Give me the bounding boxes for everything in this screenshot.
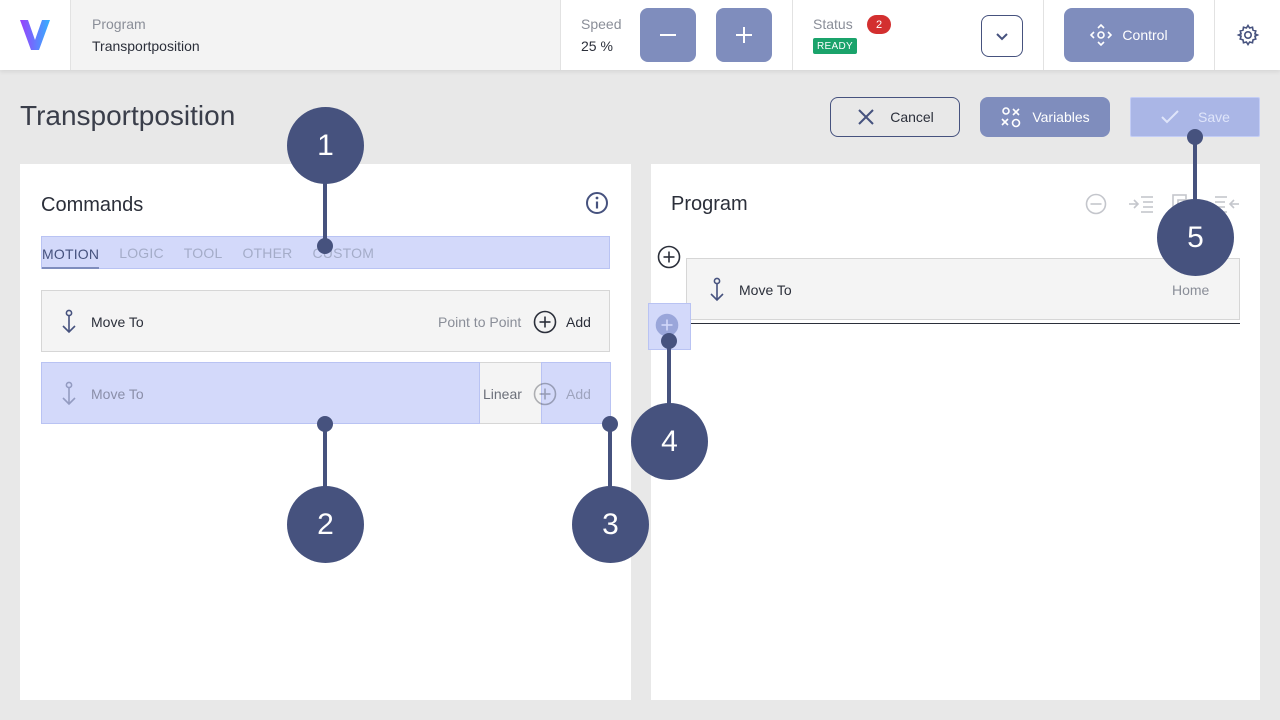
command-item-linear[interactable]: Move To Linear Add xyxy=(41,362,611,424)
cancel-label: Cancel xyxy=(890,109,934,125)
add-circle-icon xyxy=(655,313,679,337)
minus-icon xyxy=(660,34,676,36)
callout-stem xyxy=(323,424,327,490)
step-target: Home xyxy=(1172,282,1210,298)
speed-value: 25 % xyxy=(581,38,613,54)
callout-1: 1 xyxy=(287,107,364,184)
program-name: Transportposition xyxy=(92,38,200,54)
anchor-icon xyxy=(62,381,76,406)
cancel-button[interactable]: Cancel xyxy=(830,97,960,137)
control-button[interactable]: Control xyxy=(1064,8,1194,62)
status-panel: Status 2 READY xyxy=(793,0,1044,70)
indent-icon[interactable] xyxy=(1128,193,1154,215)
check-icon xyxy=(1161,110,1179,124)
commands-title: Commands xyxy=(41,194,144,216)
callout-stem xyxy=(323,180,327,246)
plus-icon xyxy=(736,27,752,43)
save-label: Save xyxy=(1198,109,1230,125)
tab-tool[interactable]: TOOL xyxy=(183,245,223,261)
tab-motion[interactable]: MOTION xyxy=(42,237,100,269)
step-name: Move To xyxy=(739,282,792,298)
callout-4: 4 xyxy=(631,403,708,480)
highlight-region xyxy=(541,362,611,424)
add-circle-icon[interactable] xyxy=(533,310,557,334)
logo-v-icon xyxy=(20,20,50,50)
control-label: Control xyxy=(1122,27,1168,43)
info-button[interactable] xyxy=(585,191,609,220)
chevron-down-icon xyxy=(996,33,1008,41)
add-button[interactable]: Add xyxy=(566,386,591,402)
move-arrows-icon xyxy=(1090,24,1113,46)
add-circle-icon[interactable] xyxy=(657,245,681,269)
command-kind: Linear xyxy=(483,386,522,402)
callout-2: 2 xyxy=(287,486,364,563)
anchor-icon xyxy=(62,309,76,334)
insert-position-line xyxy=(686,323,1240,324)
callout-dot xyxy=(602,416,618,432)
status-count-badge[interactable]: 2 xyxy=(867,15,891,34)
program-label: Program xyxy=(92,16,146,32)
status-dropdown-button[interactable] xyxy=(981,15,1023,57)
callout-stem xyxy=(608,424,612,490)
callout-dot xyxy=(661,333,677,349)
variables-button[interactable]: Variables xyxy=(980,97,1110,137)
info-icon xyxy=(586,192,608,214)
speed-decrease-button[interactable] xyxy=(640,8,696,62)
highlight-region xyxy=(41,362,480,424)
settings-button[interactable] xyxy=(1215,0,1280,70)
tab-other[interactable]: OTHER xyxy=(242,245,293,261)
add-button[interactable]: Add xyxy=(566,314,591,330)
speed-increase-button[interactable] xyxy=(716,8,772,62)
speed-control: Speed 25 % xyxy=(561,0,793,70)
callout-3: 3 xyxy=(572,486,649,563)
close-icon xyxy=(858,109,874,125)
remove-circle-icon[interactable] xyxy=(1085,193,1107,215)
variables-icon xyxy=(1001,107,1021,128)
variables-label: Variables xyxy=(1032,109,1090,125)
page-title: Transportposition xyxy=(20,100,236,131)
callout-stem xyxy=(1193,137,1197,203)
anchor-icon xyxy=(710,277,724,302)
program-info[interactable]: Program Transportposition xyxy=(71,0,561,70)
command-item-ptp[interactable]: Move To Point to Point Add xyxy=(41,290,610,352)
control-area: Control xyxy=(1044,0,1215,70)
command-kind: Point to Point xyxy=(438,314,522,330)
status-badge: READY xyxy=(813,38,857,54)
callout-dot xyxy=(317,238,333,254)
add-circle-icon[interactable] xyxy=(533,382,557,406)
tab-logic[interactable]: LOGIC xyxy=(119,245,164,261)
gear-icon xyxy=(1236,24,1259,46)
speed-label: Speed xyxy=(581,16,622,32)
command-name: Move To xyxy=(91,386,144,402)
command-name: Move To xyxy=(91,314,144,330)
top-bar: Program Transportposition Speed 25 % Sta… xyxy=(0,0,1280,70)
callout-dot xyxy=(317,416,333,432)
program-step[interactable]: Move To Home xyxy=(686,258,1240,320)
program-title: Program xyxy=(671,193,748,215)
callout-5: 5 xyxy=(1157,199,1234,276)
callout-dot xyxy=(1187,129,1203,145)
status-label: Status xyxy=(813,16,853,32)
program-panel: Program Move To Home xyxy=(648,164,1260,700)
logo[interactable] xyxy=(0,0,71,70)
callout-stem xyxy=(667,341,671,407)
